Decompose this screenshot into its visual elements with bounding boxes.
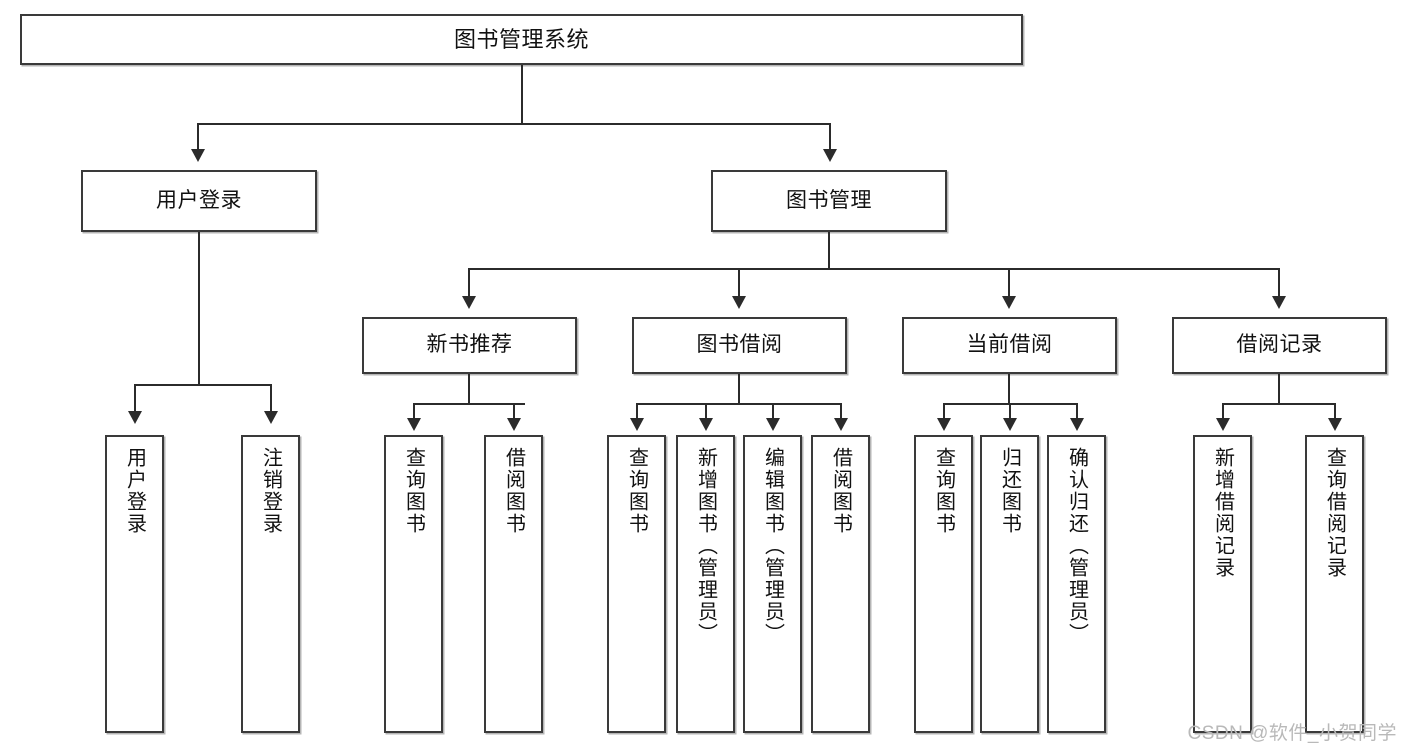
node-label: 查询借阅记录 bbox=[1323, 447, 1346, 579]
arrow-to-book-management bbox=[823, 149, 837, 162]
leaf-new-book-borrow[interactable]: 借阅图书 bbox=[484, 435, 543, 733]
arrow-book-borrow-leaf-1 bbox=[630, 418, 644, 431]
node-book-management[interactable]: 图书管理 bbox=[711, 170, 947, 232]
connector-to-current-borrow bbox=[1008, 268, 1010, 296]
leaf-book-borrow-borrow[interactable]: 借阅图书 bbox=[811, 435, 870, 733]
leaf-book-borrow-add[interactable]: 新增图书（管理员） bbox=[676, 435, 735, 733]
connector-to-user-login bbox=[197, 123, 199, 149]
node-label: 图书管理系统 bbox=[453, 26, 589, 52]
node-user-login[interactable]: 用户登录 bbox=[81, 170, 317, 232]
node-book-borrow[interactable]: 图书借阅 bbox=[632, 317, 847, 374]
connector-book-borrow-stem bbox=[738, 374, 740, 403]
connector-user-login-drop-1 bbox=[134, 384, 136, 411]
node-label: 确认归还（管理员） bbox=[1065, 447, 1088, 645]
node-new-book-recommend[interactable]: 新书推荐 bbox=[362, 317, 577, 374]
leaf-new-book-query[interactable]: 查询图书 bbox=[384, 435, 443, 733]
node-label: 图书管理 bbox=[786, 188, 872, 212]
node-borrow-record[interactable]: 借阅记录 bbox=[1172, 317, 1387, 374]
leaf-user-login-logout[interactable]: 注销登录 bbox=[241, 435, 300, 733]
connector-book-borrow-drop-2 bbox=[705, 403, 707, 418]
arrow-current-borrow-leaf-2 bbox=[1003, 418, 1017, 431]
connector-new-book-bus bbox=[413, 403, 525, 405]
connector-current-borrow-drop-1 bbox=[943, 403, 945, 418]
arrow-book-borrow-leaf-3 bbox=[766, 418, 780, 431]
connector-to-book-borrow bbox=[738, 268, 740, 296]
leaf-user-login-login[interactable]: 用户登录 bbox=[105, 435, 164, 733]
connector-book-management-bus bbox=[468, 268, 1279, 270]
connector-to-book-management bbox=[829, 123, 831, 149]
connector-current-borrow-drop-3 bbox=[1076, 403, 1078, 418]
node-label: 借阅图书 bbox=[502, 447, 525, 535]
node-label: 归还图书 bbox=[998, 447, 1021, 535]
connector-current-borrow-stem bbox=[1008, 374, 1010, 403]
arrow-new-book-leaf-2 bbox=[507, 418, 521, 431]
leaf-current-borrow-query[interactable]: 查询图书 bbox=[914, 435, 973, 733]
node-current-borrow[interactable]: 当前借阅 bbox=[902, 317, 1117, 374]
arrow-book-borrow-leaf-4 bbox=[834, 418, 848, 431]
arrow-user-login-leaf-2 bbox=[264, 411, 278, 424]
connector-book-borrow-bus bbox=[636, 403, 841, 405]
connector-to-borrow-record bbox=[1278, 268, 1280, 296]
arrow-user-login-leaf-1 bbox=[128, 411, 142, 424]
connector-borrow-record-drop-2 bbox=[1334, 403, 1336, 418]
node-label: 图书借阅 bbox=[696, 333, 783, 357]
node-book-management-system[interactable]: 图书管理系统 bbox=[20, 14, 1023, 65]
connector-book-management-stem bbox=[828, 232, 830, 268]
arrow-borrow-record-leaf-1 bbox=[1216, 418, 1230, 431]
arrow-book-borrow-leaf-2 bbox=[699, 418, 713, 431]
node-label: 注销登录 bbox=[259, 447, 282, 535]
connector-root-stem bbox=[521, 65, 523, 123]
node-label: 查询图书 bbox=[932, 447, 955, 535]
arrow-to-new-book bbox=[462, 296, 476, 309]
connector-borrow-record-stem bbox=[1278, 374, 1280, 403]
connector-borrow-record-drop-1 bbox=[1222, 403, 1224, 418]
connector-new-book-stem bbox=[468, 374, 470, 403]
node-label: 查询图书 bbox=[625, 447, 648, 535]
leaf-book-borrow-query[interactable]: 查询图书 bbox=[607, 435, 666, 733]
connector-book-borrow-drop-4 bbox=[840, 403, 842, 418]
node-label: 用户登录 bbox=[123, 447, 146, 535]
connector-user-login-stem bbox=[198, 232, 200, 384]
arrow-to-borrow-record bbox=[1272, 296, 1286, 309]
node-label: 借阅图书 bbox=[829, 447, 852, 535]
connector-to-new-book bbox=[468, 268, 470, 296]
connector-book-borrow-drop-1 bbox=[636, 403, 638, 418]
connector-new-book-drop-2 bbox=[513, 403, 515, 418]
watermark-text: CSDN @软件_小贺同学 bbox=[1187, 723, 1397, 744]
node-label: 借阅记录 bbox=[1236, 333, 1323, 357]
connector-borrow-record-bus bbox=[1222, 403, 1335, 405]
arrow-current-borrow-leaf-3 bbox=[1070, 418, 1084, 431]
connector-root-bus bbox=[197, 123, 830, 125]
node-label: 新增借阅记录 bbox=[1211, 447, 1234, 579]
arrow-new-book-leaf-1 bbox=[407, 418, 421, 431]
connector-user-login-drop-2 bbox=[270, 384, 272, 411]
leaf-current-borrow-return[interactable]: 归还图书 bbox=[980, 435, 1039, 733]
arrow-to-current-borrow bbox=[1002, 296, 1016, 309]
connector-new-book-drop-1 bbox=[413, 403, 415, 418]
node-label: 查询图书 bbox=[402, 447, 425, 535]
leaf-current-borrow-confirm-return[interactable]: 确认归还（管理员） bbox=[1047, 435, 1106, 733]
node-label: 新增图书（管理员） bbox=[694, 447, 717, 645]
leaf-book-borrow-edit[interactable]: 编辑图书（管理员） bbox=[743, 435, 802, 733]
arrow-borrow-record-leaf-2 bbox=[1328, 418, 1342, 431]
arrow-to-book-borrow bbox=[732, 296, 746, 309]
connector-user-login-bus bbox=[134, 384, 271, 386]
node-label: 编辑图书（管理员） bbox=[761, 447, 784, 645]
node-label: 当前借阅 bbox=[966, 333, 1053, 357]
node-label: 新书推荐 bbox=[426, 333, 513, 357]
leaf-borrow-record-add[interactable]: 新增借阅记录 bbox=[1193, 435, 1252, 733]
arrow-to-user-login bbox=[191, 149, 205, 162]
arrow-current-borrow-leaf-1 bbox=[937, 418, 951, 431]
connector-book-borrow-drop-3 bbox=[772, 403, 774, 418]
connector-current-borrow-drop-2 bbox=[1009, 403, 1011, 418]
leaf-borrow-record-query[interactable]: 查询借阅记录 bbox=[1305, 435, 1364, 733]
node-label: 用户登录 bbox=[156, 188, 242, 212]
